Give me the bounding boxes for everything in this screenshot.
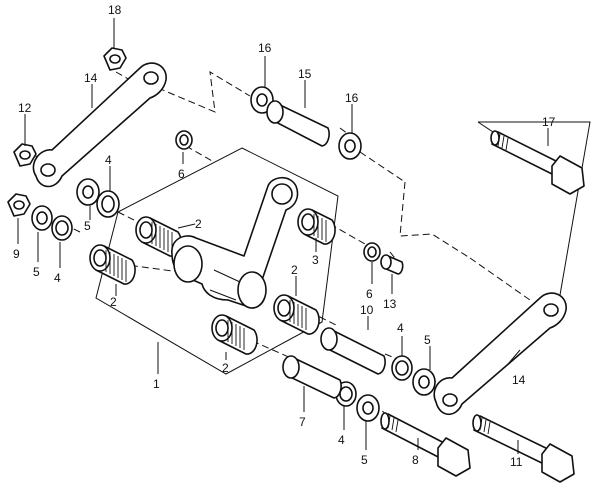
- nut-18: [103, 47, 127, 71]
- callout-5-lower: 5: [361, 453, 368, 467]
- sleeve-15: [266, 100, 330, 147]
- washer-5-lower: [356, 394, 380, 422]
- callout-8: 8: [412, 453, 419, 467]
- callout-2-upper: 2: [195, 217, 202, 231]
- callout-2-left: 2: [110, 295, 117, 309]
- callout-16-right: 16: [345, 91, 359, 105]
- callout-9: 9: [13, 247, 20, 261]
- callout-16-left: 16: [258, 41, 272, 55]
- sleeve-10: [320, 327, 386, 375]
- callout-14-right: 14: [512, 373, 526, 387]
- callout-4-right: 4: [397, 321, 404, 335]
- washer-16-upper-right: [338, 132, 362, 160]
- bolt-17: [490, 130, 585, 195]
- seal-4-right: [391, 355, 413, 381]
- callout-15: 15: [298, 67, 312, 81]
- needle-bearing-2-b: [89, 244, 136, 285]
- needle-bearing-2-c: [273, 294, 320, 335]
- callout-4-upper: 4: [105, 153, 112, 167]
- callout-18: 18: [108, 3, 122, 17]
- callout-3: 3: [312, 253, 319, 267]
- link-rod-right: [433, 292, 567, 416]
- needle-bearing-3: [297, 208, 336, 245]
- sleeve-7: [282, 355, 342, 399]
- washer-5-left: [31, 205, 53, 231]
- bolt17-frame: [478, 121, 591, 296]
- washer-5-upper: [76, 178, 100, 206]
- bolt-8: [380, 412, 471, 477]
- seal-4-left: [51, 215, 73, 241]
- callout-2-lower: 2: [222, 361, 229, 375]
- cushion-lever: [171, 176, 299, 309]
- callout-6-upper: 6: [178, 167, 185, 181]
- washer-5-right: [412, 368, 436, 396]
- callout-5-left: 5: [33, 265, 40, 279]
- callout-10: 10: [360, 303, 374, 317]
- callout-4-left: 4: [54, 271, 61, 285]
- callout-12: 12: [18, 101, 32, 115]
- nut-9: [7, 193, 31, 217]
- leader-lines: [17, 18, 549, 454]
- callout-11: 11: [510, 455, 523, 469]
- nut-12: [13, 143, 37, 167]
- callout-4-lower: 4: [338, 433, 345, 447]
- bolt-11: [472, 414, 575, 483]
- seal-6-right: [363, 242, 381, 262]
- callout-labels: 18 14 12 16 15 16 17 6 4 2 5 9 5 4 2 3 2…: [13, 3, 556, 469]
- callout-5-upper: 5: [84, 219, 91, 233]
- seal-6-upper: [175, 130, 193, 150]
- bushing-13: [380, 254, 404, 275]
- callout-2-right: 2: [291, 263, 298, 277]
- callout-17: 17: [542, 115, 556, 129]
- callout-7: 7: [299, 415, 306, 429]
- callout-14-left: 14: [84, 71, 98, 85]
- seal-4-upper: [96, 190, 120, 218]
- callout-13: 13: [383, 297, 397, 311]
- callout-5-right: 5: [424, 333, 431, 347]
- callout-6-right: 6: [366, 287, 373, 301]
- callout-1: 1: [153, 377, 160, 391]
- link-rod-left: [32, 62, 167, 188]
- needle-bearing-2-d: [211, 314, 258, 355]
